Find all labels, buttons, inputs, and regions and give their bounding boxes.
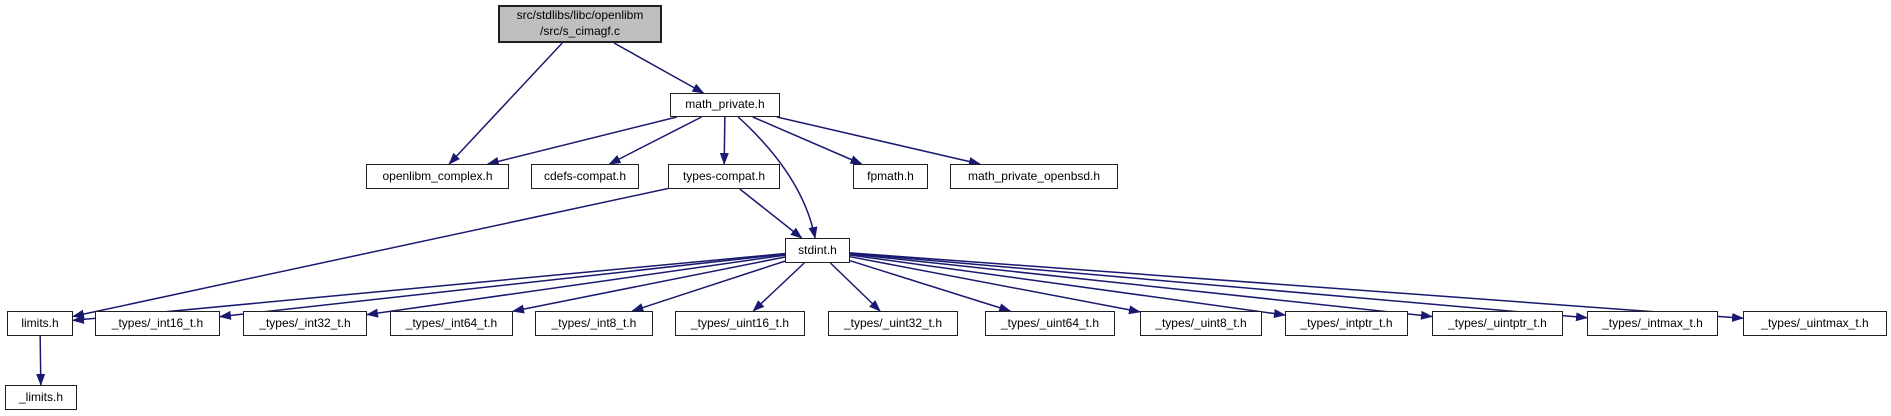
graph-node-intmax[interactable]: _types/_intmax_t.h [1587, 311, 1718, 336]
edge-math_private-openlibm_complex [486, 116, 677, 166]
graph-node-int32[interactable]: _types/_int32_t.h [243, 311, 367, 336]
edge-types_compat-stdint [739, 188, 803, 239]
edge-stdint-uintptr [849, 253, 1433, 320]
edge-math_private-cdefs_compat [608, 116, 702, 165]
graph-node-int8[interactable]: _types/_int8_t.h [535, 311, 653, 336]
graph-node-stdint[interactable]: stdint.h [785, 238, 850, 263]
edge-stdint-limits [72, 252, 786, 324]
edge-stdint-int16 [219, 253, 786, 320]
graph-node-uint64[interactable]: _types/_uint64_t.h [985, 311, 1115, 336]
graph-node-uintptr[interactable]: _types/_uintptr_t.h [1432, 311, 1563, 336]
edge-stdint-uint16 [752, 262, 805, 312]
edge-stdint-int32 [366, 254, 786, 318]
edge-stdint-int8 [631, 260, 786, 312]
graph-node-math_private[interactable]: math_private.h [670, 93, 780, 117]
edge-stdint-uint64 [849, 259, 1012, 312]
graph-node-math_private_openbsd[interactable]: math_private_openbsd.h [950, 164, 1118, 189]
graph-node-limits[interactable]: limits.h [7, 311, 73, 336]
graph-node-uint8[interactable]: _types/_uint8_t.h [1140, 311, 1262, 336]
graph-node-openlibm_complex[interactable]: openlibm_complex.h [366, 164, 509, 189]
edge-math_private-math_private_openbsd [776, 116, 981, 166]
edge-stdint-intptr [849, 254, 1286, 318]
edge-root-math_private [613, 42, 705, 94]
graph-node-types_compat[interactable]: types-compat.h [668, 164, 780, 189]
edge-stdint-uint32 [829, 262, 881, 312]
edge-math_private-types_compat [719, 116, 729, 165]
graph-node-intptr[interactable]: _types/_intptr_t.h [1285, 311, 1408, 336]
graph-node-uintmax[interactable]: _types/_uintmax_t.h [1743, 311, 1887, 336]
edge-math_private-fpmath [752, 116, 863, 165]
graph-node-uint16[interactable]: _types/_uint16_t.h [675, 311, 805, 336]
edge-root-openlibm_complex [448, 42, 563, 165]
edge-limits-limits_impl [36, 335, 46, 386]
edge-types_compat-limits [72, 187, 669, 319]
edge-stdint-int64 [512, 256, 786, 314]
graph-node-root[interactable]: src/stdlibs/libc/openlibm /src/s_cimagf.… [498, 5, 662, 43]
edge-stdint-intmax [849, 252, 1588, 322]
graph-node-cdefs_compat[interactable]: cdefs-compat.h [531, 164, 639, 189]
graph-node-int64[interactable]: _types/_int64_t.h [390, 311, 513, 336]
graph-node-uint32[interactable]: _types/_uint32_t.h [828, 311, 958, 336]
edge-stdint-uint8 [849, 255, 1141, 315]
edge-group [36, 42, 1744, 386]
graph-node-int16[interactable]: _types/_int16_t.h [95, 311, 220, 336]
edge-stdint-uintmax [849, 252, 1744, 322]
graph-node-fpmath[interactable]: fpmath.h [853, 164, 928, 189]
graph-node-limits_impl[interactable]: _limits.h [5, 385, 77, 410]
edge-math_private-stdint [737, 116, 818, 239]
